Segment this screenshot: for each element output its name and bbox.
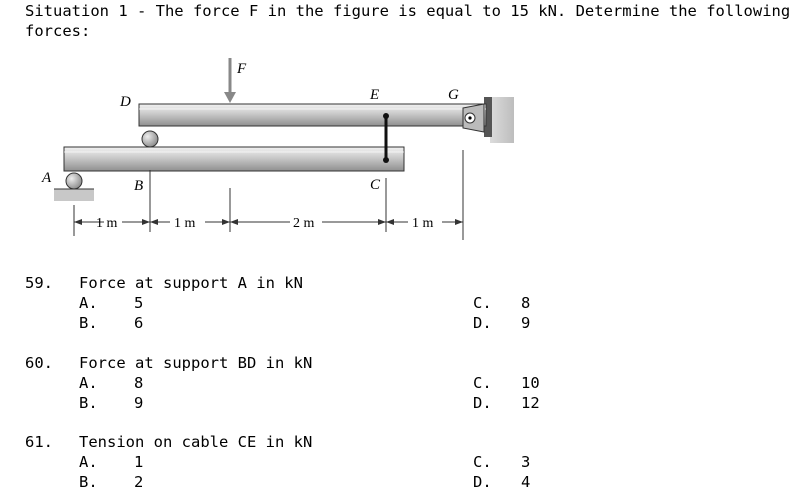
label-a: A xyxy=(41,170,52,186)
question-61-number: 61. xyxy=(25,433,53,451)
q59-choice-d-letter: D. xyxy=(473,314,492,332)
q61-choice-b-letter: B. xyxy=(79,473,98,491)
dim-3: 2 m xyxy=(293,216,315,231)
situation-line-2: forces: xyxy=(25,22,91,40)
q59-choice-b-value: 6 xyxy=(134,314,144,332)
beam-figure: F D E G A B C 1 m 1 m 2 m 1 m xyxy=(41,58,514,240)
label-f: F xyxy=(236,61,247,77)
q60-choice-d-letter: D. xyxy=(473,394,492,412)
wall-bracket xyxy=(484,97,492,137)
lower-beam xyxy=(63,146,405,172)
q59-choice-b-letter: B. xyxy=(79,314,98,332)
question-61-prompt: Tension on cable CE in kN xyxy=(79,433,313,451)
q61-choice-a-letter: A. xyxy=(79,453,98,471)
q61-choice-d-letter: D. xyxy=(473,473,492,491)
question-59-number: 59. xyxy=(25,274,53,292)
dim-2: 1 m xyxy=(174,216,196,231)
q61-choice-a-value: 1 xyxy=(134,453,144,471)
upper-beam xyxy=(138,103,487,127)
q61-choice-c-letter: C. xyxy=(473,453,492,471)
label-e: E xyxy=(369,87,379,103)
q61-choice-b-value: 2 xyxy=(134,473,144,491)
label-b: B xyxy=(134,178,143,194)
q61-choice-c-value: 3 xyxy=(521,453,531,471)
q59-choice-a-value: 5 xyxy=(134,294,144,312)
label-g: G xyxy=(448,87,459,103)
q60-choice-c-value: 10 xyxy=(521,374,540,392)
label-d: D xyxy=(119,94,131,110)
question-59-prompt: Force at support A in kN xyxy=(79,274,303,292)
q60-choice-b-letter: B. xyxy=(79,394,98,412)
q59-choice-d-value: 9 xyxy=(521,314,531,332)
question-60-number: 60. xyxy=(25,354,53,372)
wall-support xyxy=(490,97,514,143)
q59-choice-c-letter: C. xyxy=(473,294,492,312)
q60-choice-a-value: 8 xyxy=(134,374,144,392)
roller-d xyxy=(141,130,159,148)
q60-choice-a-letter: A. xyxy=(79,374,98,392)
q61-choice-d-value: 4 xyxy=(521,473,531,491)
force-arrow-head xyxy=(224,92,236,103)
dim-4: 1 m xyxy=(412,216,434,231)
situation-line-1: Situation 1 - The force F in the figure … xyxy=(25,2,791,20)
ground-a xyxy=(54,189,94,201)
q60-choice-c-letter: C. xyxy=(473,374,492,392)
question-60-prompt: Force at support BD in kN xyxy=(79,354,313,372)
dim-1: 1 m xyxy=(96,216,118,231)
q59-choice-a-letter: A. xyxy=(79,294,98,312)
q60-choice-d-value: 12 xyxy=(521,394,540,412)
label-c: C xyxy=(370,177,381,193)
q59-choice-c-value: 8 xyxy=(521,294,531,312)
roller-a xyxy=(65,172,83,190)
q60-choice-b-value: 9 xyxy=(134,394,144,412)
